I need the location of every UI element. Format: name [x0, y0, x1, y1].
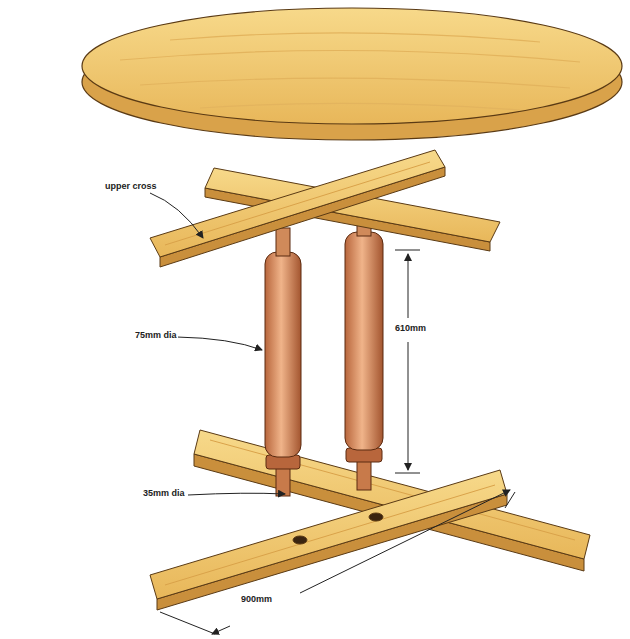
- dimension-label: 610mm: [394, 324, 427, 334]
- column: [345, 208, 383, 490]
- leader-lines: [150, 193, 515, 634]
- dimension-label: 35mm dia: [142, 489, 186, 499]
- upper-plank: [150, 150, 445, 267]
- dimension-label: upper cross: [104, 182, 158, 192]
- base-plank: [150, 470, 507, 610]
- column: [265, 228, 301, 496]
- dimension-label: 900mm: [240, 595, 273, 605]
- dimension-label: 75mm dia: [134, 331, 178, 341]
- tabletop: [82, 8, 622, 140]
